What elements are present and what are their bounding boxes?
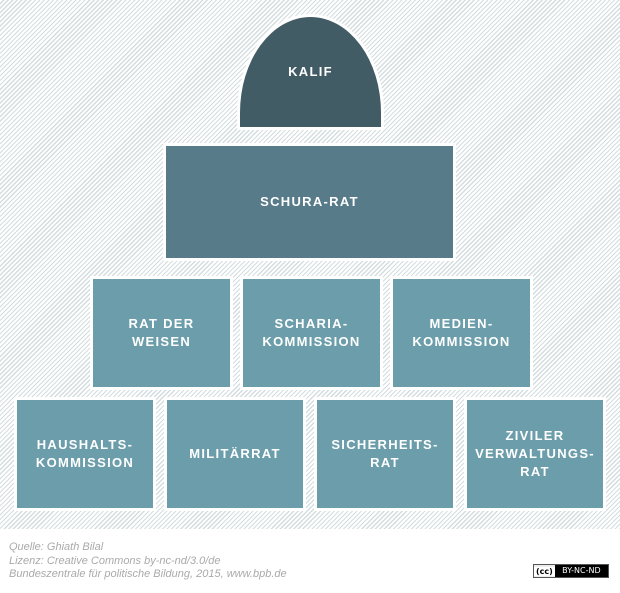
- node-rat-der-weisen: RAT DER WEISEN: [90, 276, 233, 390]
- cc-icon: (cc): [534, 566, 555, 576]
- node-ziviler-verwaltungsrat: ZIVILER VERWALTUNGS- RAT: [464, 397, 606, 511]
- node-sicherheitsrat: SICHERHEITS- RAT: [314, 397, 456, 511]
- node-schura-rat: SCHURA-RAT: [163, 143, 456, 261]
- source-text: Quelle: Ghiath Bilal: [9, 541, 104, 553]
- credits: Quelle: Ghiath Bilal Lizenz: Creative Co…: [9, 541, 287, 582]
- node-medien-kommission: MEDIEN- KOMMISSION: [390, 276, 533, 390]
- node-haushalts-kommission: HAUSHALTS- KOMMISSION: [14, 397, 156, 511]
- node-scharia-kommission: SCHARIA- KOMMISSION: [240, 276, 383, 390]
- cc-license-badge[interactable]: (cc) BY-NC-ND: [533, 564, 609, 578]
- node-militaerrat: MILITÄRRAT: [164, 397, 306, 511]
- publisher-text: Bundeszentrale für politische Bildung, 2…: [9, 568, 287, 580]
- cc-badge-text: BY-NC-ND: [554, 565, 608, 577]
- license-text: Lizenz: Creative Commons by-nc-nd/3.0/de: [9, 554, 221, 567]
